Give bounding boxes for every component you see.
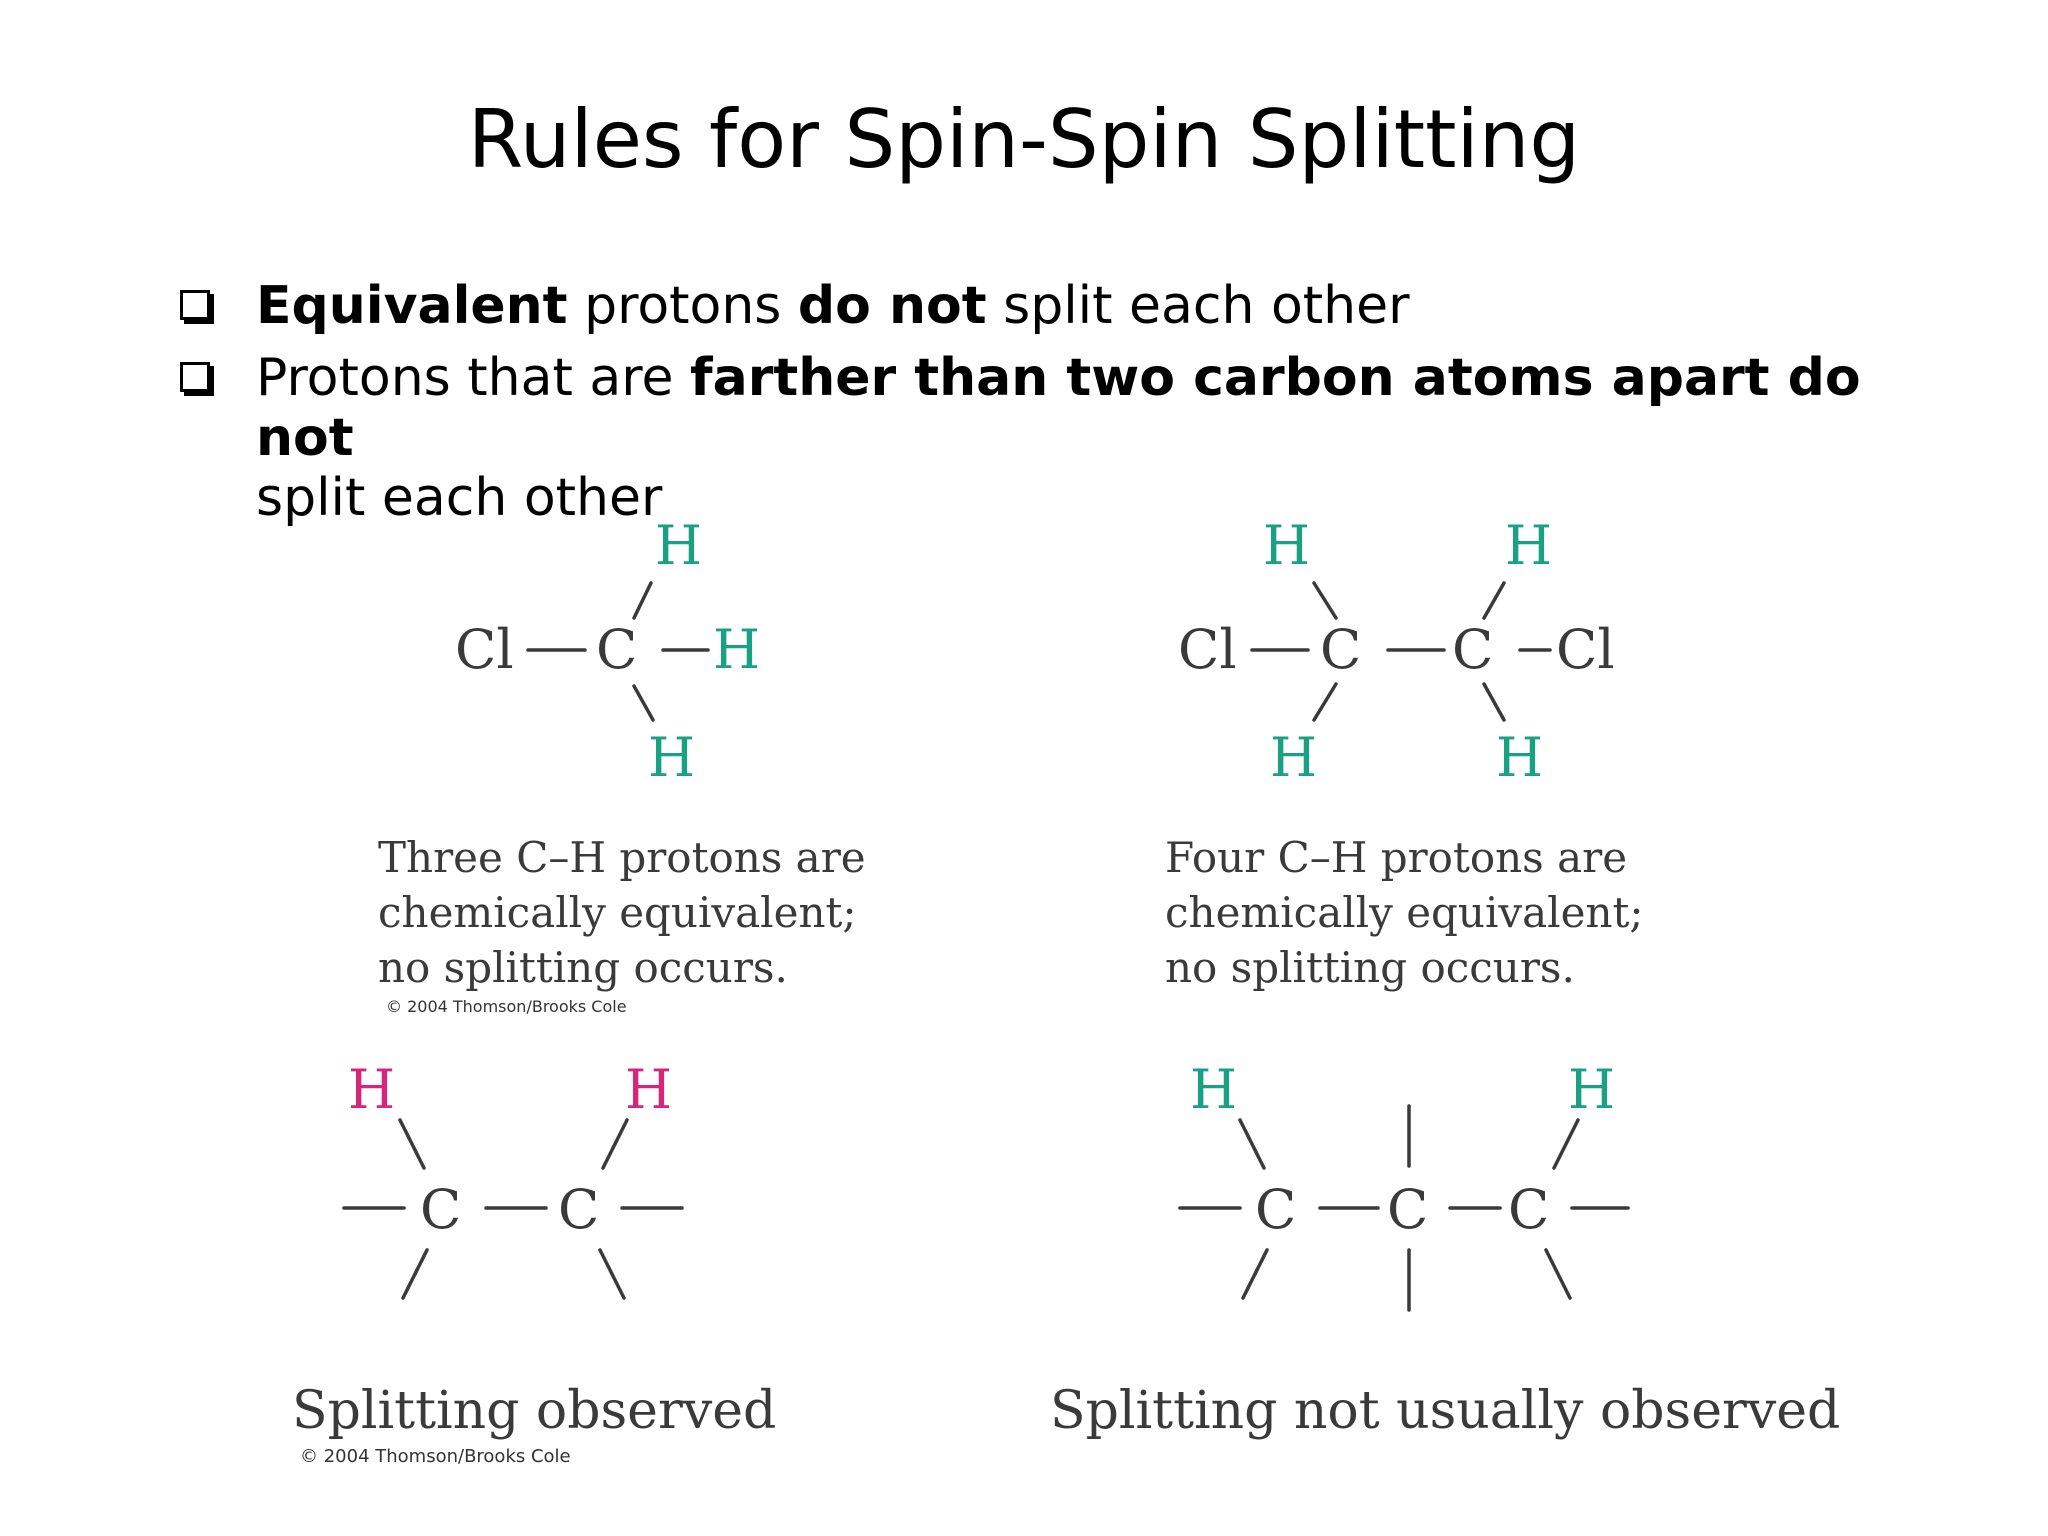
splitting-observed-caption: Splitting observed	[292, 1381, 776, 1441]
atom-c: C	[596, 618, 637, 681]
splitting-not-observed-caption: Splitting not usually observed	[1050, 1381, 1840, 1441]
atom-cl: Cl	[1178, 618, 1237, 681]
atom-h: H	[1190, 1058, 1237, 1121]
bond	[401, 1248, 429, 1300]
atom-h: H	[648, 726, 695, 789]
rule-item-2: Protons that are farther than two carbon…	[176, 348, 1876, 528]
bond	[398, 1118, 426, 1170]
rule-1-text-2: split each other	[986, 276, 1410, 336]
copyright-notice: © 2004 Thomson/Brooks Cole	[300, 1446, 571, 1467]
dichloroethane-caption-line: chemically equivalent;	[1165, 888, 1644, 937]
atom-h: H	[1270, 726, 1317, 789]
rule-list: Equivalent protons do not split each oth…	[176, 276, 1876, 540]
atom-c: C	[1387, 1178, 1428, 1241]
dichloroethane-caption-line: Four C–H protons are	[1165, 833, 1627, 882]
chloromethane-caption-line: no splitting occurs.	[378, 943, 788, 992]
bond	[1552, 1118, 1580, 1170]
atom-c: C	[1508, 1178, 1549, 1241]
vicinal-coupling-structure: H H C C	[342, 1058, 684, 1300]
bond	[601, 1118, 629, 1170]
atom-cl: Cl	[1556, 618, 1615, 681]
atom-c: C	[1320, 618, 1361, 681]
long-range-structure: H H C C C	[1178, 1058, 1630, 1312]
chloromethane-structure: Cl C H H H	[455, 514, 760, 789]
bond	[598, 1248, 626, 1300]
dichloroethane-structure: Cl C C Cl H H H H	[1178, 514, 1615, 789]
bond	[1312, 682, 1338, 722]
atom-h: H	[1505, 514, 1552, 577]
atom-c: C	[420, 1178, 461, 1241]
atom-h: H	[348, 1058, 395, 1121]
bond	[1238, 1118, 1266, 1170]
checkbox-bullet-icon	[180, 362, 210, 392]
rule-1-text-1: protons	[567, 276, 798, 336]
bond	[1241, 1248, 1269, 1300]
atom-h: H	[713, 618, 760, 681]
bond	[1482, 581, 1506, 620]
copyright-notice: © 2004 Thomson/Brooks Cole	[386, 997, 627, 1016]
rule-1-bold-1: Equivalent	[256, 276, 568, 336]
chloromethane-caption-line: chemically equivalent;	[378, 888, 857, 937]
checkbox-bullet-icon	[180, 290, 210, 320]
bond	[632, 581, 653, 620]
chloromethane-caption-line: Three C–H protons are	[378, 833, 866, 882]
atom-h: H	[1496, 726, 1543, 789]
rule-item-1: Equivalent protons do not split each oth…	[176, 276, 1876, 336]
bond	[1544, 1248, 1572, 1300]
bond	[1312, 581, 1338, 620]
rule-2-bold-1: farther than two carbon atoms apart do n…	[256, 348, 1861, 468]
atom-h: H	[655, 514, 702, 577]
rule-1-bold-2: do not	[797, 276, 987, 336]
rule-2-text-1: Protons that are	[256, 348, 691, 408]
bond	[1482, 682, 1506, 722]
atom-c: C	[1452, 618, 1493, 681]
bond	[632, 684, 655, 722]
atom-h: H	[1568, 1058, 1615, 1121]
atom-h: H	[625, 1058, 672, 1121]
atom-c: C	[558, 1178, 599, 1241]
atom-c: C	[1255, 1178, 1296, 1241]
rule-2-text-2: split each other	[256, 468, 663, 528]
atom-cl: Cl	[455, 618, 514, 681]
dichloroethane-caption-line: no splitting occurs.	[1165, 943, 1575, 992]
slide-title: Rules for Spin-Spin Splitting	[467, 93, 1581, 186]
atom-h: H	[1263, 514, 1310, 577]
